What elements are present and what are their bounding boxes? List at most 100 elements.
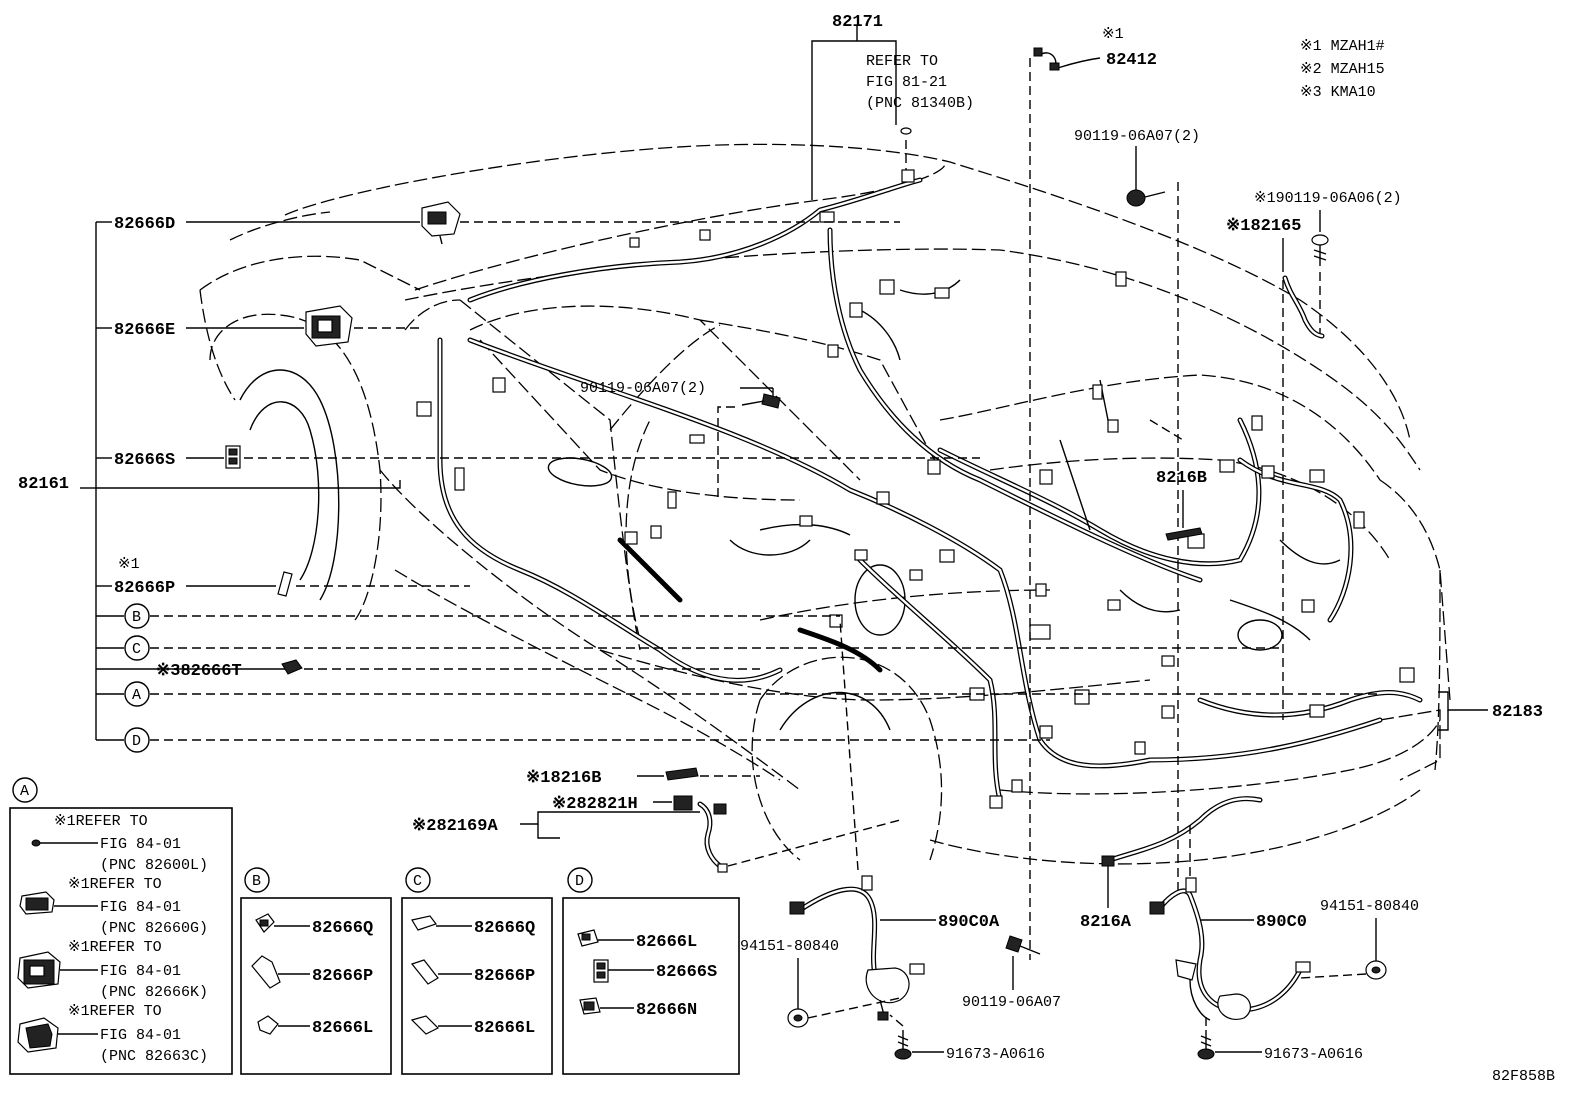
bottom-callouts: 890C0A 94151-80840 91673-A0616 90119-06A… [740, 619, 1555, 1085]
legend-line-3: ※3 KMA10 [1300, 84, 1376, 101]
bolt-bottom-left-icon [894, 1030, 912, 1060]
ref-circle-d [124, 727, 150, 753]
bolt-bottom-right-icon [1197, 1030, 1215, 1060]
inset-c-item-3: 82666L [474, 1019, 535, 1038]
inset-a-connector-large-icon [17, 951, 98, 989]
inset-c: C 82666Q 82666P 82666L [401, 867, 553, 1075]
ref-circle-b-text: B [132, 609, 141, 626]
part-8216B-right-icon [1165, 527, 1203, 541]
part-82169A-label: ※282169A [412, 817, 498, 836]
part-82161-label: 82161 [18, 475, 69, 494]
inset-a-r2b: FIG 84-01 [100, 899, 181, 916]
part-82666S-icon [225, 445, 241, 469]
inset-a-r1a: ※1REFER TO [54, 813, 148, 830]
harness-connectors [416, 169, 1415, 809]
bolt-right-icon [1311, 234, 1329, 266]
inset-a-clip-icon [31, 839, 98, 847]
inset-a: A ※1REFER TO FIG 84-01 (PNC 82600L) ※1RE… [9, 777, 233, 1075]
wire-harness-routing [437, 177, 1423, 803]
inset-c-item-2: 82666P [474, 967, 535, 986]
inset-b: B 82666Q 82666P 82666L [240, 867, 392, 1075]
bolt-bottom-mid-icon [1005, 935, 1041, 955]
ref-circle-c-text: C [132, 641, 141, 658]
inset-a-circle [12, 777, 38, 803]
inset-d-clip-s-icon [593, 959, 609, 983]
inset-a-connector-small-icon [19, 891, 98, 915]
legend-line-1: ※1 MZAH1# [1300, 38, 1385, 55]
inset-d-circle [567, 867, 593, 893]
top-callouts: 82171 REFER TO FIG 81-21 (PNC 81340B) ※1… [811, 13, 1402, 960]
inset-d-clip-l-icon [577, 929, 599, 947]
inset-b-circle [244, 867, 270, 893]
bolt-bottom-left-label: 91673-A0616 [946, 1046, 1045, 1063]
refer-text-2: FIG 81-21 [866, 74, 947, 91]
refer-text-1: REFER TO [866, 53, 938, 70]
inset-a-r4c: (PNC 82663C) [100, 1048, 208, 1065]
inset-c-circle [405, 867, 431, 893]
legend-line-2: ※2 MZAH15 [1300, 61, 1385, 78]
inset-d-clip-n-icon [579, 997, 601, 1015]
inset-b-box [240, 897, 392, 1075]
part-82821H-label: ※282821H [552, 795, 638, 814]
part-82666E-label: 82666E [114, 321, 175, 340]
part-82412-label: 82412 [1106, 51, 1157, 70]
part-8216B-right-label: 8216B [1156, 469, 1207, 488]
inset-a-r3c: (PNC 82666K) [100, 984, 208, 1001]
inset-d: D 82666L 82666S 82666N [562, 867, 740, 1075]
part-82666D-icon [421, 201, 461, 245]
part-82666T-icon [281, 659, 303, 675]
inset-a-title: A [20, 783, 29, 800]
inset-b-clip-q-icon [255, 913, 275, 933]
inset-c-box [401, 897, 553, 1075]
vehicle-body-outline [199, 143, 1451, 865]
note-mark-82666P: ※1 [118, 556, 140, 573]
inset-c-item-1: 82666Q [474, 919, 535, 938]
part-82169A-icon [697, 801, 728, 873]
inset-d-title: D [575, 873, 584, 890]
inset-d-box [562, 897, 740, 1075]
clip-right-icon [1365, 960, 1387, 980]
part-890C0A-icon [789, 875, 925, 1021]
part-8216B-left-icon [665, 767, 699, 781]
bolt-top-icon [1126, 189, 1166, 207]
part-82666P-label: 82666P [114, 579, 175, 598]
inset-d-item-2: 82666S [656, 963, 717, 982]
part-82165-label: ※182165 [1226, 217, 1301, 236]
inset-a-r2c: (PNC 82660G) [100, 920, 208, 937]
bolt-top-label: 90119-06A07(2) [1074, 128, 1200, 145]
part-8216A-label: 8216A [1080, 913, 1132, 932]
part-82666P-icon [277, 571, 293, 597]
center-callouts: 90119-06A07(2) 8216B ※18216B ※282821H ※2… [412, 380, 1207, 873]
inset-b-item-3: 82666L [312, 1019, 373, 1038]
inset-d-item-1: 82666L [636, 933, 697, 952]
ref-circle-a [124, 681, 150, 707]
part-890C0-icon [1149, 877, 1311, 1021]
inset-b-title: B [252, 873, 261, 890]
refer-text-3: (PNC 81340B) [866, 95, 974, 112]
ref-circle-c [124, 635, 150, 661]
part-8216B-left-label: ※18216B [526, 769, 601, 788]
drawing-id: 82F858B [1492, 1068, 1555, 1085]
inset-c-clip-l-icon [410, 1015, 440, 1035]
part-890C0A-label: 890C0A [938, 913, 1000, 932]
clip-left-icon [787, 1008, 809, 1028]
inset-b-item-1: 82666Q [312, 919, 373, 938]
ref-circle-d-text: D [132, 733, 141, 750]
bolt-mid-icon [741, 393, 781, 409]
left-callouts: 82161 82666D 82666E 82666S [18, 201, 1380, 753]
part-82666T-label: ※382666T [156, 662, 242, 681]
part-890C0-label: 890C0 [1256, 913, 1307, 932]
inset-a-r1b: FIG 84-01 [100, 836, 181, 853]
inset-d-item-3: 82666N [636, 1001, 697, 1020]
ref-circle-a-text: A [132, 687, 141, 704]
inset-b-clip-p-icon [251, 955, 281, 989]
ref-circle-b [124, 603, 150, 629]
bolt-mid-label: 90119-06A07(2) [580, 380, 706, 397]
bolt-bottom-mid-label: 90119-06A07 [962, 994, 1061, 1011]
part-82666D-label: 82666D [114, 215, 175, 234]
inset-c-title: C [413, 873, 422, 890]
bolt-bottom-right-label: 91673-A0616 [1264, 1046, 1363, 1063]
inset-b-clip-l-icon [257, 1015, 279, 1035]
part-82821H-icon [673, 795, 693, 811]
right-callouts: 82183 [1438, 691, 1543, 731]
